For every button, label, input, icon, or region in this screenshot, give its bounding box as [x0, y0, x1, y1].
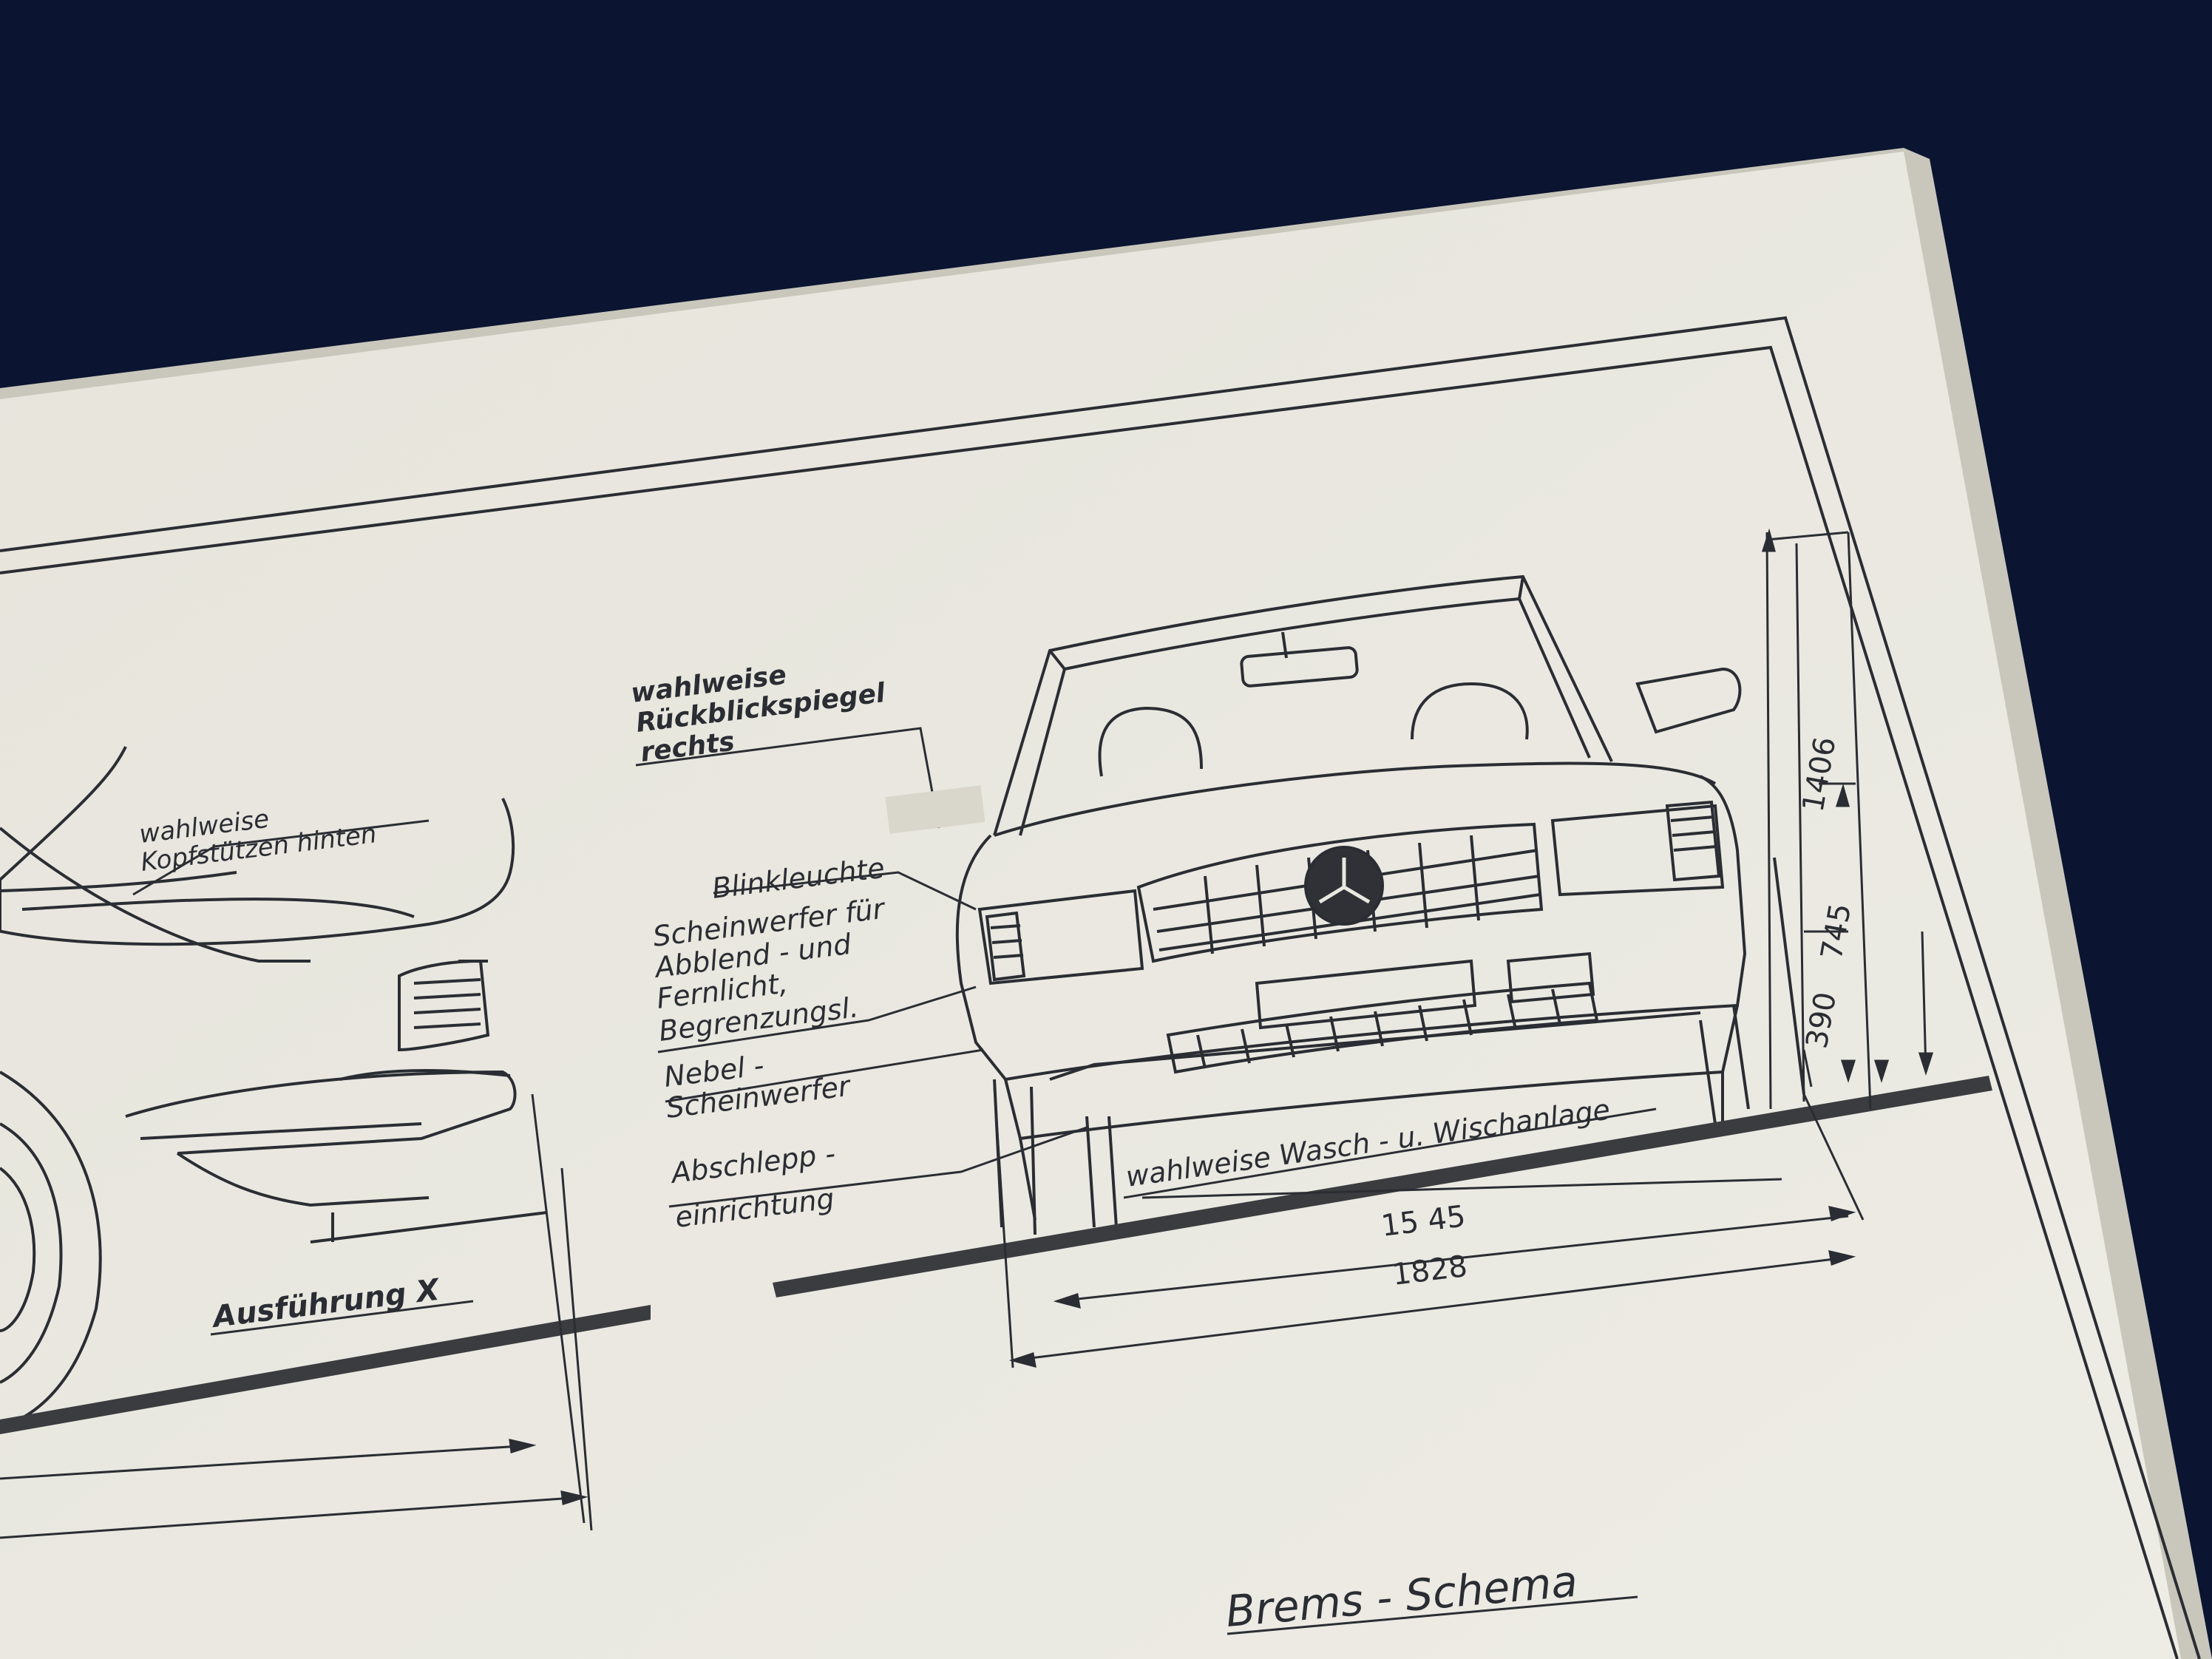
side-view-car [0, 746, 548, 1428]
inner-border [0, 345, 2179, 1659]
outer-border [0, 316, 2201, 1659]
front-ground-line [773, 1076, 1992, 1297]
leader-lines [132, 727, 1657, 1635]
front-view-car [955, 574, 1805, 1235]
paper-sheet [0, 152, 2181, 1659]
side-dimension-lines [0, 1093, 593, 1539]
front-dimension-lines [993, 528, 1934, 1368]
side-ground-line [0, 1305, 651, 1434]
